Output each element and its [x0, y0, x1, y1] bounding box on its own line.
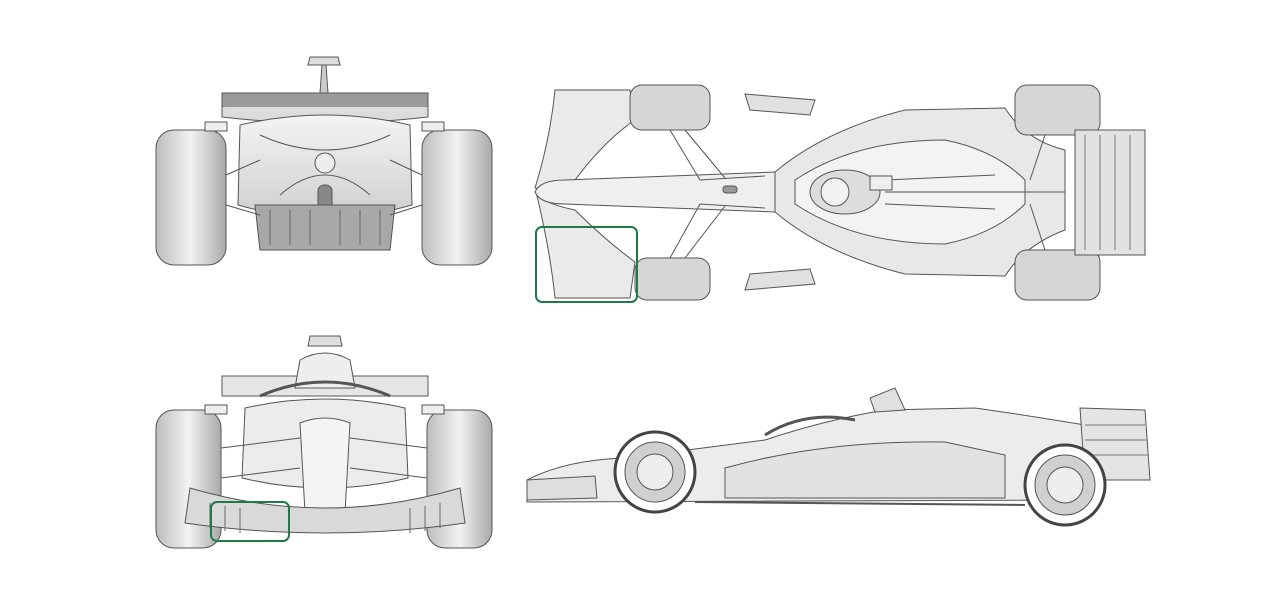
front-view-drawing [155, 335, 493, 549]
side-view [525, 380, 1155, 530]
side-view-drawing [526, 387, 1151, 527]
top-view [525, 80, 1150, 305]
top-view-drawing [534, 84, 1146, 301]
front-wing-endplate-highlight [535, 226, 638, 303]
rear-view-drawing [155, 56, 493, 266]
front-wing-flap-highlight [210, 501, 290, 542]
front-view [150, 328, 500, 553]
rear-view [150, 45, 500, 275]
